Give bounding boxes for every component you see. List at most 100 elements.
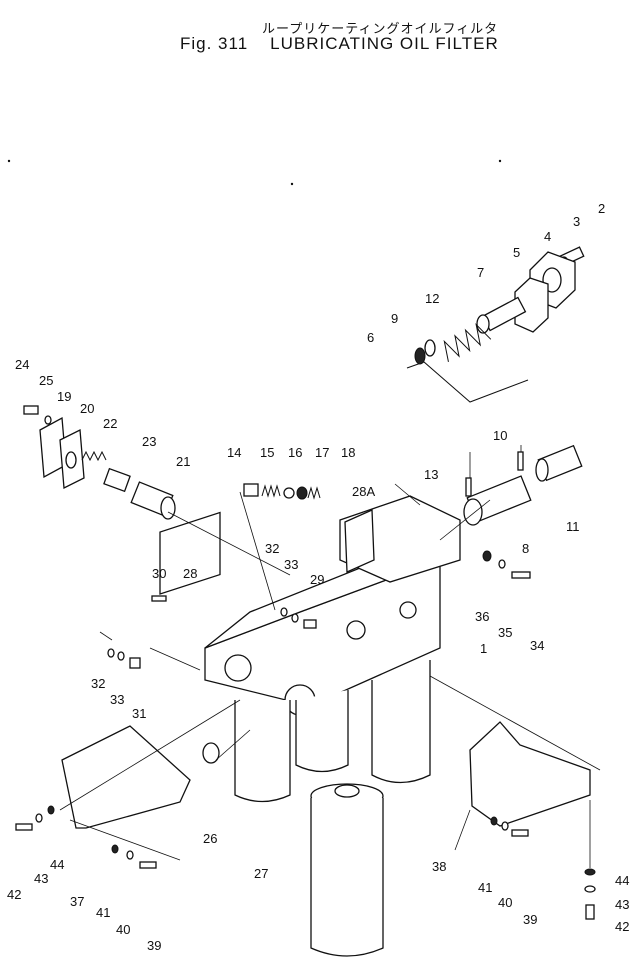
canister-left (234, 700, 291, 803)
spring-12 (443, 322, 492, 362)
speck (7, 159, 11, 163)
callout-37: 37 (70, 894, 84, 909)
leader-8 (439, 499, 491, 541)
figure-title-japanese: ループリケーティングオイルフィルタ (262, 22, 499, 37)
speck (290, 182, 294, 186)
bolt-42 (15, 823, 33, 831)
figure-title: Fig. 311 LUBRICATING OIL FILTER (180, 34, 499, 54)
leader-28a (394, 483, 421, 506)
callout-3: 3 (573, 214, 580, 229)
plunger-7-end (476, 314, 490, 334)
callout-8: 8 (522, 541, 529, 556)
bolt-39b (511, 829, 529, 837)
callout-33: 33 (284, 557, 298, 572)
washer-41b (490, 816, 498, 826)
callout-27: 27 (254, 866, 268, 881)
filter-element-27 (310, 783, 384, 957)
callout-25: 25 (39, 373, 53, 388)
callout-20: 20 (80, 401, 94, 416)
ball-17 (296, 486, 308, 500)
callout-34: 34 (530, 638, 544, 653)
leader-21-to-head (167, 511, 291, 576)
leader-31-to-head (99, 631, 201, 671)
callout-44: 44 (615, 873, 629, 888)
callout-11: 11 (566, 519, 580, 534)
callout-39: 39 (147, 938, 161, 953)
callout-44: 44 (50, 857, 64, 872)
callout-22: 22 (103, 416, 117, 431)
washer-25 (44, 415, 52, 425)
valve-small-group (243, 483, 321, 500)
valve-11-end (535, 458, 549, 482)
port-top-right (399, 601, 417, 619)
figure-title-text: LUBRICATING OIL FILTER (270, 34, 499, 53)
port-left (224, 654, 252, 682)
callout-13: 13 (424, 467, 438, 482)
callout-30: 30 (152, 566, 166, 581)
element-27-body (310, 798, 384, 957)
pin-10 (517, 451, 524, 471)
sleeve-21-end (160, 496, 176, 520)
port-top (346, 620, 366, 640)
callout-16: 16 (288, 445, 302, 460)
washer-43b (584, 885, 596, 893)
callout-12: 12 (425, 291, 439, 306)
filter-elements (234, 660, 431, 803)
canister-middle (295, 690, 349, 773)
callout-10: 10 (493, 428, 507, 443)
leader-head-to-bracket38 (429, 675, 601, 771)
callout-2: 2 (598, 201, 605, 216)
canister-right (371, 660, 431, 784)
spring-22 (81, 450, 107, 462)
callout-36: 36 (475, 609, 489, 624)
washer-36 (482, 550, 492, 562)
washer-40b (501, 821, 509, 831)
callout-9: 9 (391, 311, 398, 326)
valve-8-end (463, 498, 483, 526)
callout-7: 7 (477, 265, 484, 280)
leader-26 (215, 729, 251, 761)
bolt-39 (139, 861, 157, 869)
callout-23: 23 (142, 434, 156, 449)
callout-31: 31 (132, 706, 146, 721)
left-cover-group (23, 405, 176, 520)
callout-21: 21 (176, 454, 190, 469)
callout-41: 41 (478, 880, 492, 895)
bolt-34 (511, 571, 531, 579)
callout-38: 38 (432, 859, 446, 874)
washer-32 (107, 648, 115, 658)
ring-16 (283, 487, 295, 499)
washer-32b (280, 607, 288, 617)
callout-6: 6 (367, 330, 374, 345)
bolt-24 (23, 405, 39, 415)
bracket-37 (61, 725, 191, 829)
gasket-28a (344, 509, 375, 573)
spring-15 (261, 484, 281, 498)
spring-18 (307, 486, 321, 500)
callout-15: 15 (260, 445, 274, 460)
callout-35: 35 (498, 625, 512, 640)
callout-32: 32 (91, 676, 105, 691)
callout-43: 43 (34, 871, 48, 886)
callout-4: 4 (544, 229, 551, 244)
fasteners (15, 550, 596, 920)
ring-9 (424, 339, 436, 357)
figure-number: Fig. 311 (180, 34, 249, 53)
callout-42: 42 (615, 919, 629, 934)
washer-41 (111, 844, 119, 854)
relief-valve-group (406, 246, 585, 403)
pin-10b (465, 477, 472, 497)
callout-33: 33 (110, 692, 124, 707)
washer-35 (498, 559, 506, 569)
washer-40 (126, 850, 134, 860)
callout-14: 14 (227, 445, 241, 460)
leader-14-to-head (239, 491, 276, 611)
callout-40: 40 (116, 922, 130, 937)
bracket-38 (469, 721, 591, 827)
plug-26 (202, 742, 220, 764)
group-bracket-line (406, 361, 529, 403)
valve-23 (103, 467, 131, 493)
valve-right-group (463, 444, 583, 526)
